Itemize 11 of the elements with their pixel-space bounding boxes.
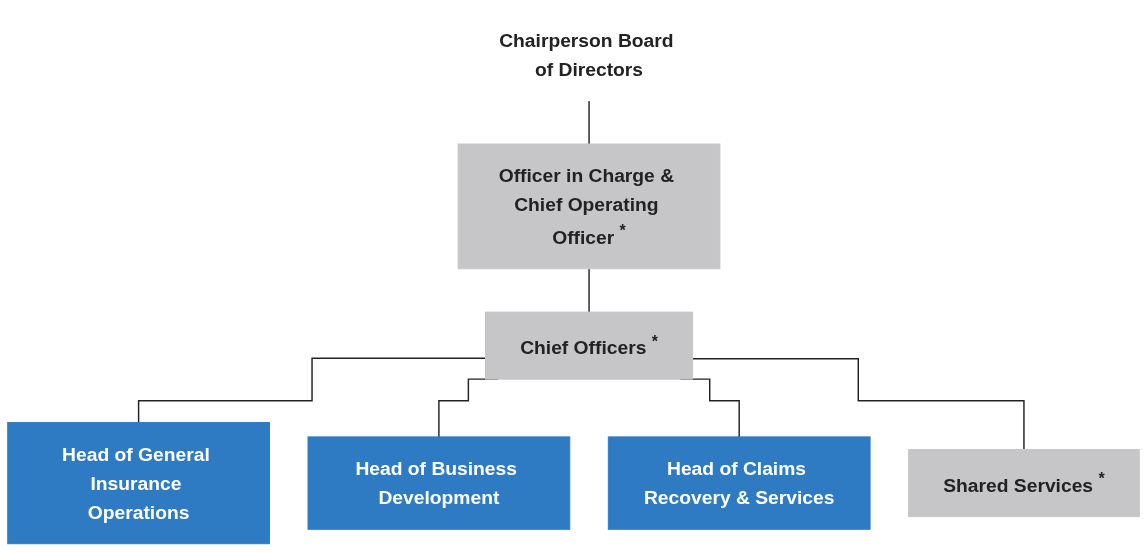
- connector: [137, 357, 487, 424]
- node-box: Head of General Insurance Operations: [7, 421, 270, 545]
- node-text: Chairperson Board of Directors: [499, 29, 674, 80]
- node-box: Head of Business Development: [307, 436, 571, 530]
- node-box: Chief Officers $^{*}$: [485, 311, 694, 380]
- node-box: Shared Services $^{*}$: [908, 449, 1140, 518]
- connector: [691, 358, 1025, 451]
- connector: [588, 99, 590, 145]
- node-box: Officer in Charge & Chief Operating Officer $^{*}$: [457, 143, 721, 270]
- connector: [588, 268, 590, 313]
- node-box: Head of Claims Recovery & Services: [607, 436, 871, 530]
